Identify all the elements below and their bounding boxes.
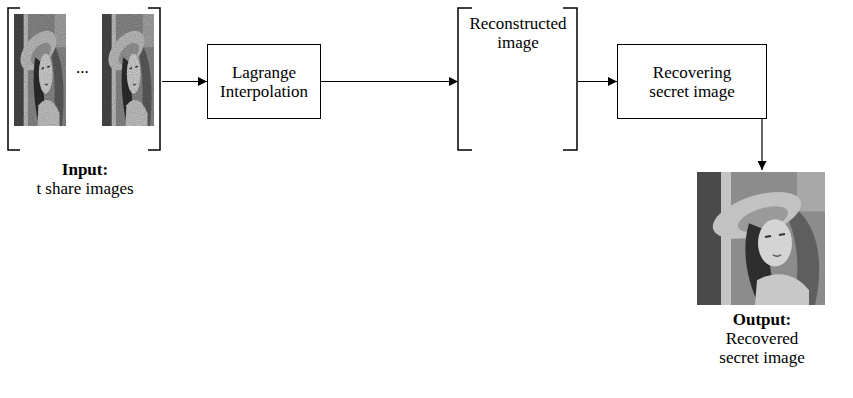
- node-label: Recovering secret image: [642, 63, 742, 101]
- node-label: Reconstructed image: [460, 14, 576, 52]
- node-label: Recovered secret image: [712, 329, 812, 367]
- arrow: [321, 81, 458, 82]
- arrow: [578, 81, 617, 82]
- bracket: [8, 8, 577, 150]
- share-image: [14, 14, 66, 126]
- arrow: [761, 119, 762, 170]
- output-group: Output:Recovered secret image: [695, 170, 829, 396]
- process-box: Recovering secret image: [617, 44, 767, 119]
- heading: Input:: [10, 160, 160, 179]
- arrow: [162, 81, 207, 82]
- input-group: Input:t share images: [8, 8, 162, 208]
- process-box: Lagrange Interpolation: [207, 44, 321, 119]
- ellipsis: ...: [76, 58, 89, 77]
- node-label: Lagrange Interpolation: [212, 63, 316, 101]
- share-image: [102, 14, 154, 126]
- secret-image: [697, 172, 825, 305]
- bracket-group: Reconstructed image: [458, 8, 578, 150]
- heading: Output:: [712, 310, 812, 329]
- node-label: t share images: [10, 179, 160, 198]
